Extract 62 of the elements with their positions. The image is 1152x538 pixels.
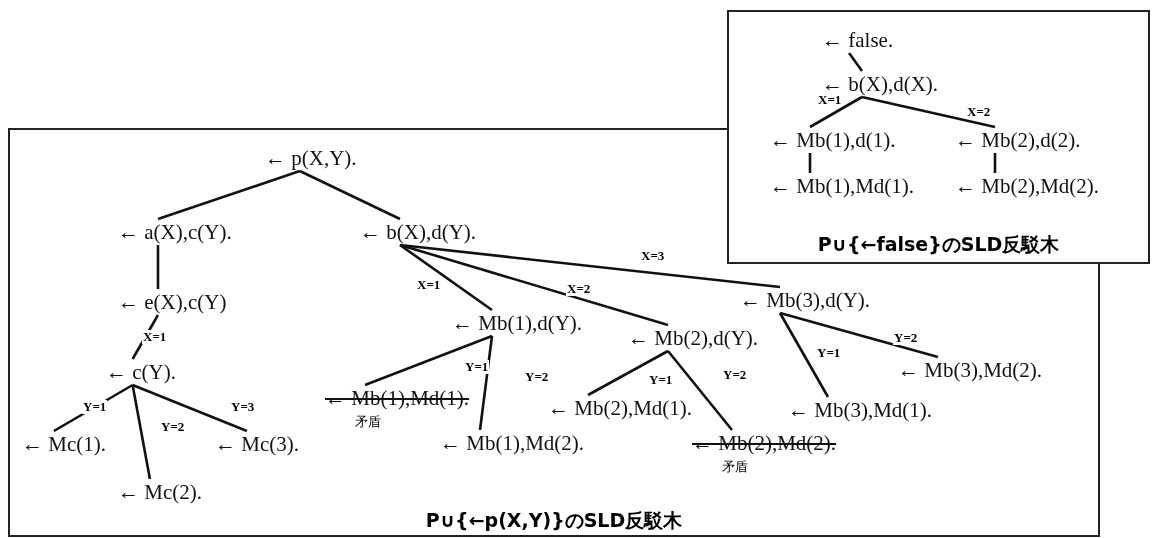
tree-edge [399, 243, 781, 289]
edge-label: Y=1 [464, 360, 490, 374]
edge-label: X=2 [566, 282, 592, 296]
tree-edge [809, 95, 863, 129]
tree-edge [299, 169, 401, 221]
edge-label: Y=2 [893, 331, 919, 345]
edge-label: Y=2 [160, 420, 186, 434]
goal-clause: ← Mc(1). [22, 432, 106, 456]
edge-label: X=3 [640, 249, 666, 263]
contradiction-note: 矛盾 [355, 414, 381, 429]
edge-label: Y=1 [648, 373, 674, 387]
tree-edge [399, 243, 493, 312]
goal-clause: ← c(Y). [106, 360, 176, 384]
tree-edge [778, 312, 830, 398]
tree-edge [667, 350, 733, 431]
goal-clause: ← p(X,Y). [265, 146, 357, 170]
goal-clause: ← Mb(2),Md(2). [955, 174, 1100, 198]
goal-clause: ← a(X),c(Y). [118, 220, 232, 244]
tree-edge [364, 334, 493, 387]
goal-clause: ← e(X),c(Y) [118, 290, 227, 314]
goal-clause: ← Mb(3),Md(1). [788, 398, 933, 422]
contradiction-note: 矛盾 [722, 459, 748, 474]
tree-edge [478, 335, 494, 431]
goal-clause: ← Mc(3). [215, 432, 299, 456]
tree-edge [779, 311, 939, 359]
edge-label: Y=2 [524, 370, 550, 384]
goal-clause: ← Mb(1),d(1). [770, 128, 896, 152]
edge-label: Y=2 [722, 368, 748, 382]
goal-clause: ← Mb(3),Md(2). [898, 358, 1043, 382]
tree-edge [993, 153, 997, 173]
goal-clause: ← Mb(1),Md(1). [770, 174, 915, 198]
edge-label: X=2 [966, 105, 992, 119]
goal-clause: ← Mb(1),Md(1). [325, 386, 470, 410]
goal-clause: ← Mb(3),d(Y). [740, 288, 871, 312]
tree-caption: P∪{←false}のSLD反駁木 [817, 232, 1060, 257]
goal-clause: ← Mb(2),d(Y). [628, 326, 759, 350]
tree-edge [156, 245, 160, 289]
tree-edge [157, 169, 301, 221]
goal-clause: ← b(X),d(Y). [360, 220, 477, 244]
edge-label: X=1 [817, 93, 843, 107]
panel-frame [727, 10, 1150, 264]
tree-edge [131, 384, 152, 480]
edge-label: X=1 [142, 330, 168, 344]
tree-edge [587, 349, 669, 397]
goal-clause: ← Mc(2). [118, 480, 202, 504]
edge-label: Y=1 [816, 346, 842, 360]
tree-edge [132, 383, 248, 433]
tree-edge [808, 153, 812, 173]
goal-clause: ← Mb(2),Md(1). [548, 396, 693, 420]
goal-clause: ← false. [822, 28, 894, 52]
goal-clause: ← Mb(2),Md(2). [692, 431, 837, 455]
goal-clause: ← Mb(2),d(2). [955, 128, 1081, 152]
edge-label: X=1 [416, 278, 442, 292]
tree-edge [848, 52, 864, 72]
tree-edge [399, 243, 669, 327]
goal-clause: ← b(X),d(X). [822, 72, 939, 96]
tree-edge [861, 95, 996, 129]
goal-clause: ← Mb(1),d(Y). [452, 311, 583, 335]
goal-clause: ← Mb(1),Md(2). [440, 431, 585, 455]
edge-label: Y=3 [230, 400, 256, 414]
tree-caption: P∪{←p(X,Y)}のSLD反駁木 [425, 508, 683, 533]
edge-label: Y=1 [82, 400, 108, 414]
